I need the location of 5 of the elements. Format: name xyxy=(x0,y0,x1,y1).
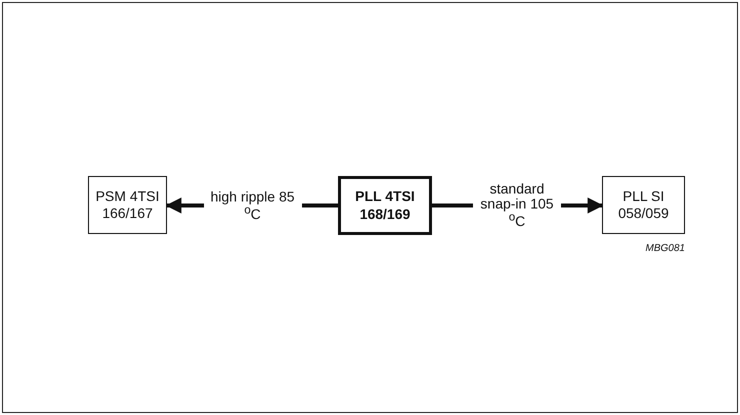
process-box: PSM 4TSI 166/167 xyxy=(88,176,167,234)
process-box: PLL SI 058/059 xyxy=(602,176,685,234)
edge-label: high ripple 85 $^{o}$C xyxy=(204,188,302,222)
figure-code: MBG081 xyxy=(646,243,685,254)
process-box: PLL 4TSI 168/169 xyxy=(338,176,432,235)
